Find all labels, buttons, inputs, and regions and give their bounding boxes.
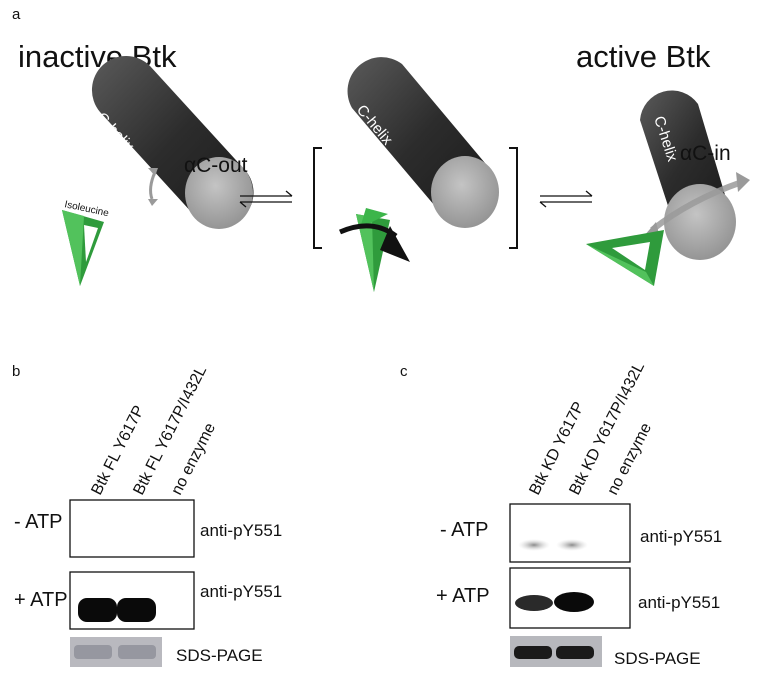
band-b-plus-atp-lane1 [78, 598, 117, 622]
gel-band-c-lane2 [556, 646, 594, 659]
band-c-plus-atp-lane2 [554, 592, 594, 612]
loading-label-c: SDS-PAGE [614, 649, 701, 668]
blot-c-minus-atp [509, 503, 631, 563]
inactive-btk-title: inactive Btk [18, 39, 177, 74]
equilibrium-arrow-1 [239, 190, 293, 208]
panel-a-letter: a [12, 6, 21, 23]
helix-inactive: C-helix [91, 56, 254, 229]
loading-label-b: SDS-PAGE [176, 646, 263, 665]
band-c-minus-atp-lane2 [556, 539, 588, 551]
probe-label-c-minus-atp: anti-pY551 [640, 527, 722, 546]
active-btk-title: active Btk [576, 39, 711, 74]
gel-band-b-lane2 [118, 645, 156, 659]
alpha-c-in-label: αC-in [680, 142, 731, 165]
panel-a: a inactive Btk active Btk C-helix αC-out… [12, 6, 750, 292]
isoleucine-active [586, 230, 664, 286]
probe-label-b-plus-atp: anti-pY551 [200, 582, 282, 601]
isoleucine-intermediate [356, 208, 390, 292]
gel-band-c-lane1 [514, 646, 552, 659]
band-b-plus-atp-lane2 [117, 598, 156, 622]
rotation-arrow [338, 223, 410, 262]
panel-c: c Btk KD Y617P Btk KD Y617P/I432L no enz… [400, 360, 722, 668]
probe-label-c-plus-atp: anti-pY551 [638, 593, 720, 612]
bracket-left [313, 147, 322, 249]
row-label-b-minus-atp: - ATP [14, 511, 63, 533]
row-label-c-plus-atp: + ATP [436, 585, 490, 607]
bracket-right [509, 147, 518, 249]
isoleucine-inactive: Isoleucine [62, 199, 110, 286]
blot-b-minus-atp [69, 499, 195, 558]
alpha-c-out-label: αC-out [184, 154, 248, 177]
panel-b: b Btk FL Y617P Btk FL Y617P/I432L no enz… [12, 363, 282, 667]
row-label-c-minus-atp: - ATP [440, 519, 489, 541]
helix-intermediate: C-helix [347, 57, 499, 228]
panel-c-letter: c [400, 363, 408, 380]
band-c-minus-atp-lane1 [518, 539, 550, 551]
equilibrium-arrow-2 [539, 190, 593, 208]
row-label-b-plus-atp: + ATP [14, 589, 68, 611]
band-c-plus-atp-lane1 [515, 595, 553, 611]
probe-label-b-minus-atp: anti-pY551 [200, 521, 282, 540]
helix-active: C-helix [640, 90, 750, 260]
panel-b-letter: b [12, 363, 20, 380]
gel-band-b-lane1 [74, 645, 112, 659]
